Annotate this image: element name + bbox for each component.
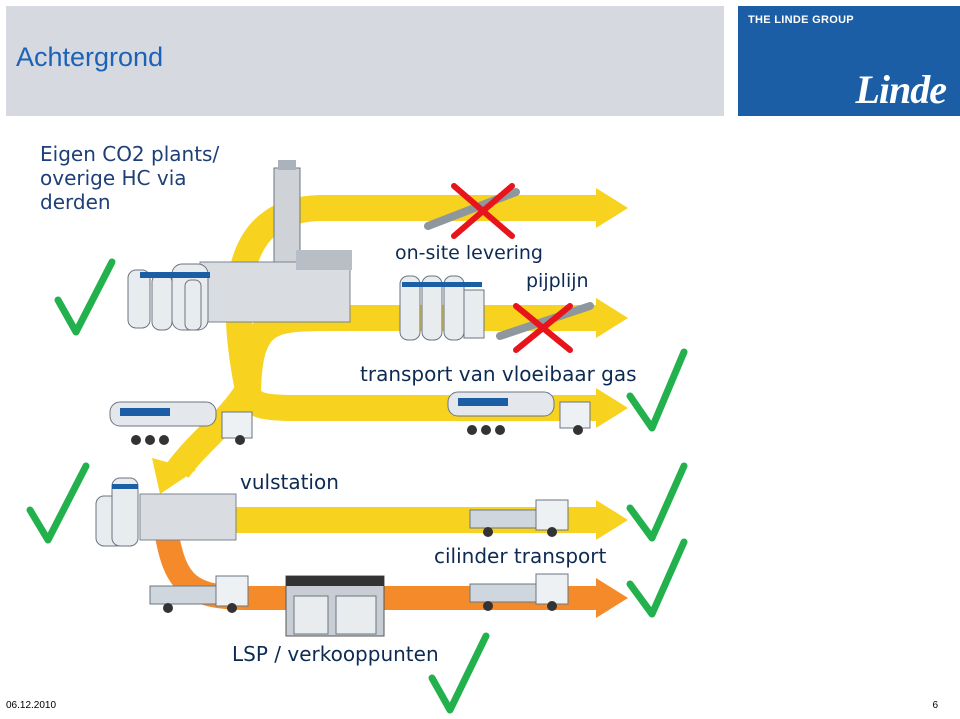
cross-icon [451,183,573,353]
arrowhead-lsp [596,578,628,618]
check-icon [26,258,688,714]
linde-logo: THE LINDE GROUP Linde [738,6,960,116]
lsp-label: LSP / verkooppunten [232,642,439,666]
arrowhead-station [152,458,196,494]
shop-icon [285,575,385,637]
page-title: Achtergrond [16,42,164,72]
plant-icon [127,160,352,331]
pipeline-label: pijplijn [526,270,589,292]
page-number: 6 [932,700,938,711]
header-band [6,6,724,116]
intro-label: Eigen CO2 plants/ overige HC via derden [40,142,220,214]
yellow-arrowheads [152,188,628,540]
route-to-station [167,382,260,478]
tank-icon [399,275,485,341]
onsite-label: on-site levering [395,242,543,264]
truck-icon [109,401,253,445]
logo-wordmark: Linde [855,67,947,112]
fill-station-label: vulstation [240,470,339,494]
fill-station-icon [95,477,237,547]
arrowhead-pipeline [596,298,628,338]
truck-icon [149,575,249,613]
truck-icon [469,573,569,611]
truck-icon [447,391,591,435]
logo-group-text: THE LINDE GROUP [748,14,854,26]
arrowhead-transport [596,388,628,428]
arrowhead-onsite [596,188,628,228]
cylinder-transport-label: cilinder transport [434,544,607,568]
transport-label: transport van vloeibaar gas [360,362,637,386]
footer-date: 06.12.2010 [6,700,57,711]
arrowhead-cylinders [596,500,628,540]
truck-icon [469,499,569,537]
